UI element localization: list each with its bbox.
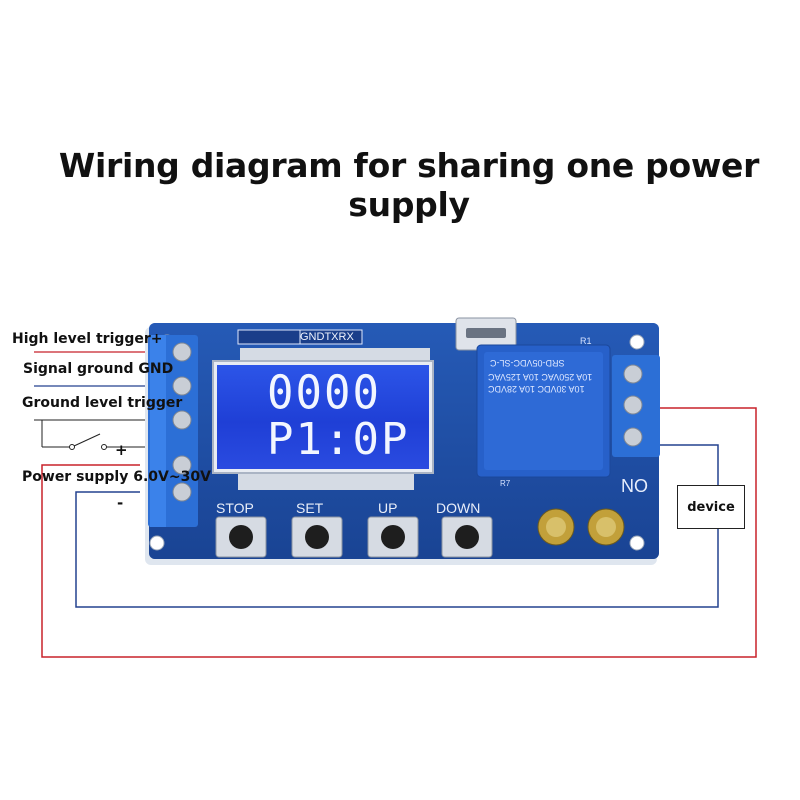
r1-label: R1 [580,336,592,346]
high-level-trigger-label: High level trigger+ [12,331,163,347]
down-button-label: DOWN [436,500,481,516]
stop-button-label: STOP [216,500,254,516]
blue-wire [75,444,719,608]
lcd-line-2: P1:0P [267,414,410,465]
signal-ground-label: Signal ground GND [23,361,174,377]
relay-text-1: SRD-05VDC-SL-C [490,358,565,368]
lcd-line-1: 0000 [267,366,381,421]
header-label: GNDTXRX [300,331,354,343]
page-title: Wiring diagram for sharing one power sup… [58,146,760,224]
red-wire [41,407,757,658]
lcd-display: 0000 P1:0P [214,362,432,472]
ground-level-trigger-label: Ground level trigger [22,395,183,411]
relay-text-2: 10A 250VAC 10A 125VAC [488,372,593,382]
capacitors [537,508,625,546]
relay-terminal-block [612,355,660,457]
device-box: device [677,485,745,529]
power-supply-label: Power supply 6.0V~30V [22,469,211,485]
top-header-pins [237,329,430,362]
minus-label: - [117,494,124,512]
set-button-label: SET [296,500,324,516]
device-label: device [687,499,735,515]
input-terminal-block [148,335,198,527]
r7-label: R7 [500,479,511,488]
no-label: NO [621,476,648,496]
relay-text-3: 10A 30VDC 10A 28VDC [488,384,585,394]
up-button-label: UP [378,500,398,516]
bottom-header-pins [238,474,414,490]
push-buttons [215,516,493,558]
switch-symbol [41,420,160,450]
plus-label: + [115,441,128,459]
